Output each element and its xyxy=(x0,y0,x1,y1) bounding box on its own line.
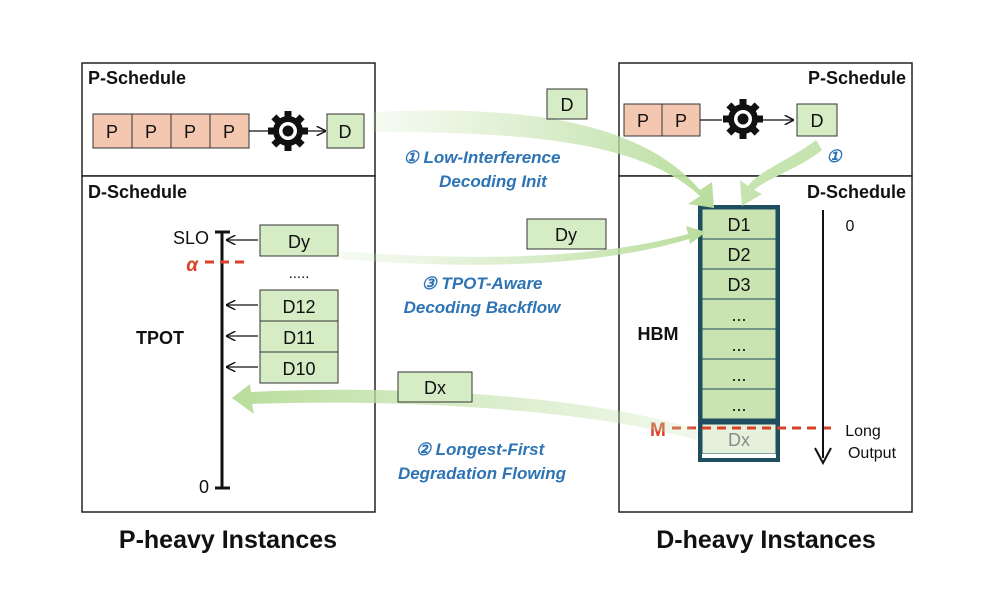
output-axis-arrowhead xyxy=(814,447,832,466)
p-box-label: P xyxy=(184,122,196,142)
queue-box xyxy=(259,224,339,257)
long-output-label-1: Long xyxy=(845,423,881,440)
hbm-cell-label: ... xyxy=(731,365,746,385)
hbm-cell xyxy=(701,328,777,360)
left-caption: P-heavy Instances xyxy=(119,526,337,554)
init-label-2: Decoding Init xyxy=(439,172,548,191)
d-box-label: D xyxy=(339,122,352,142)
tpot-axis xyxy=(205,230,244,490)
flow-tpot-aware-backflow: Dy ③ TPOT-Aware Decoding Backflow xyxy=(340,218,706,317)
p-box-label: P xyxy=(106,122,118,142)
queue-box-label: Dy xyxy=(288,232,310,252)
d-box xyxy=(326,113,365,149)
hbm-cell-label: ... xyxy=(731,335,746,355)
p-box-label: P xyxy=(675,111,687,131)
hbm-cell xyxy=(701,388,777,420)
init-d-box xyxy=(546,88,588,120)
queue-box-label: D12 xyxy=(282,297,315,317)
alpha-label: α xyxy=(186,255,199,276)
hbm-cell xyxy=(701,358,777,390)
hbm-cell xyxy=(701,268,777,300)
p-heavy-panel: P-Schedule D-Schedule P P P P xyxy=(81,62,376,554)
hbm-cell xyxy=(701,298,777,330)
p-box xyxy=(209,113,250,149)
backflow-arrow xyxy=(340,226,706,265)
hbm-cell-label: D2 xyxy=(727,245,750,265)
local-init-arrow xyxy=(740,140,822,206)
hbm-gap xyxy=(702,454,776,458)
init-label-1: ① Low-Interference xyxy=(404,148,561,167)
flow-low-interference-init: D ① Low-Interference Decoding Init xyxy=(372,88,822,208)
long-output-label-2: Output xyxy=(848,445,897,462)
degrade-label-1: ② Longest-First xyxy=(416,440,546,459)
queue-ellipsis: ..... xyxy=(289,265,310,282)
queue-box-label: D11 xyxy=(283,328,315,348)
gear-icon xyxy=(723,99,763,139)
p-box xyxy=(170,113,211,149)
right-d-schedule-title: D-Schedule xyxy=(807,182,906,202)
step-one-marker: ① xyxy=(826,147,843,166)
hbm-label: HBM xyxy=(638,324,679,344)
flow-longest-first-degradation: Dx ② Longest-First Degradation Flowing xyxy=(232,371,698,483)
p-box-label: P xyxy=(223,122,235,142)
degrade-label-2: Degradation Flowing xyxy=(398,464,567,483)
left-d-schedule-title: D-Schedule xyxy=(88,182,187,202)
tpot-label: TPOT xyxy=(136,328,184,348)
right-p-queue: P P D ① xyxy=(623,99,843,166)
zero-label: 0 xyxy=(199,477,209,497)
d-heavy-panel: P-Schedule D-Schedule P P xyxy=(618,62,913,554)
left-p-schedule-title: P-Schedule xyxy=(88,68,186,88)
backflow-label-2: Decoding Backflow xyxy=(404,298,563,317)
queue-box xyxy=(259,351,339,384)
degrade-dx-box xyxy=(397,371,473,403)
p-box xyxy=(92,113,133,149)
right-caption: D-heavy Instances xyxy=(656,526,876,554)
degradation-arrow xyxy=(232,384,698,440)
gear-icon xyxy=(268,111,308,151)
left-decode-queue: Dy ..... D12 D11 D10 xyxy=(227,224,339,384)
axis-zero-label: 0 xyxy=(846,218,855,235)
d-box xyxy=(796,103,838,137)
right-p-schedule-title: P-Schedule xyxy=(808,68,906,88)
queue-box xyxy=(259,320,339,353)
hbm-stack: D1 D2 D3 ... ... ... ... Dx xyxy=(698,205,780,462)
init-d-box-label: D xyxy=(561,95,574,115)
p-box-label: P xyxy=(637,111,649,131)
queue-box-label: D10 xyxy=(282,359,315,379)
slo-label: SLO xyxy=(173,228,209,248)
hbm-cell-label: ... xyxy=(731,305,746,325)
hbm-cell-label: D3 xyxy=(727,275,750,295)
left-p-queue: P P P P xyxy=(92,111,365,151)
hbm-cell xyxy=(701,238,777,270)
backflow-dy-box xyxy=(526,218,607,250)
init-flow-arrow xyxy=(372,110,714,208)
d-box-label: D xyxy=(811,111,824,131)
hbm-cell-label: D1 xyxy=(727,215,750,235)
p-box xyxy=(661,103,701,137)
backflow-dy-label: Dy xyxy=(555,225,577,245)
backflow-label-1: ③ TPOT-Aware xyxy=(421,274,542,293)
queue-box xyxy=(259,289,339,322)
degrade-dx-label: Dx xyxy=(424,378,446,398)
hbm-cell-label: ... xyxy=(731,395,746,415)
p-box xyxy=(623,103,663,137)
p-box-label: P xyxy=(145,122,157,142)
hbm-overflow-label: Dx xyxy=(728,430,750,450)
